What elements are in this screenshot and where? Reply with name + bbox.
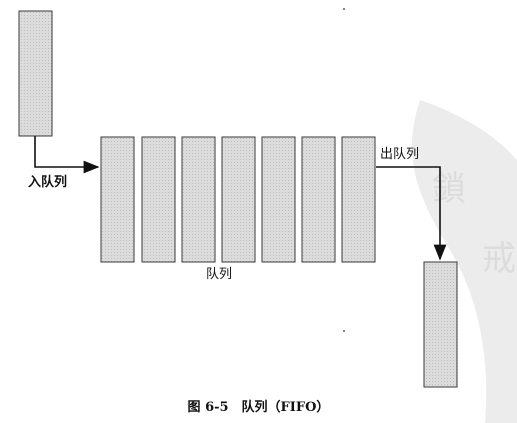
queue-element-box: [221, 136, 256, 263]
queue-label: 队列: [206, 267, 233, 282]
incoming-element-box: [18, 10, 53, 137]
dequeue-label: 出队列: [380, 147, 420, 162]
scan-speck: [343, 330, 345, 332]
queue-element-box: [100, 136, 135, 263]
queue-element-box: [141, 136, 176, 263]
enqueue-label: 入队列: [28, 175, 68, 190]
dequeue-arrow: [376, 166, 447, 261]
enqueue-arrow: [34, 136, 100, 174]
queue-element-box: [261, 136, 296, 263]
queue-element-box: [301, 136, 336, 263]
queue-element-box: [181, 136, 216, 263]
queue-elements: [100, 136, 376, 263]
scan-speck: [343, 8, 345, 10]
queue-element-box: [341, 136, 376, 263]
figure-caption: 图 6-5 队列（FIFO）: [187, 400, 330, 415]
dequeued-element-box: [423, 261, 458, 388]
